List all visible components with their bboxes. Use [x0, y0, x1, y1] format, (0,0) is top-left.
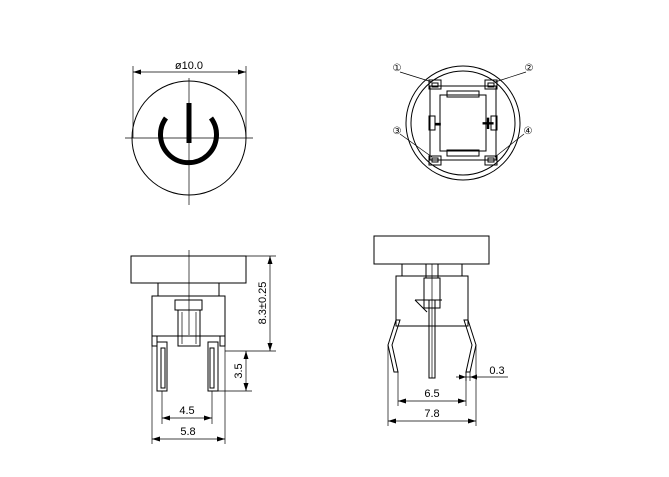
side-view: 8.3±0.25 3.5 4.5 5.8: [130, 250, 276, 444]
pin-marker-4: ④: [524, 126, 533, 137]
end-lead-right: [463, 319, 477, 373]
base-inner-circle: [410, 70, 516, 176]
dim-side-lead: 3.5: [233, 363, 245, 378]
polarity-plus: +: [482, 111, 495, 136]
pin-marker-2: ②: [525, 63, 534, 74]
pin-pad: [484, 155, 498, 166]
dim-end-pin-span: 6.5: [424, 388, 439, 400]
power-icon: [158, 103, 219, 166]
end-view: 6.5 7.8 0.3: [373, 235, 508, 426]
pin-marker-3: ③: [393, 126, 402, 137]
side-cap: [130, 255, 247, 284]
dim-top-diameter: ø10.0: [175, 60, 203, 72]
side-lead: [219, 335, 226, 347]
pin-marker-1: ①: [393, 63, 402, 74]
top-view: ø10.0: [125, 60, 253, 205]
end-lead-left: [387, 319, 401, 373]
end-cap: [373, 235, 490, 265]
dim-side-height: 8.3±0.25: [257, 282, 269, 325]
pin-pad: [428, 155, 442, 166]
dim-side-pitch: 4.5: [179, 405, 194, 417]
dim-side-width: 5.8: [180, 426, 195, 438]
pin-pad: [484, 79, 498, 90]
dim-end-lead-thickness: 0.3: [489, 365, 504, 377]
base-outer-circle: [405, 65, 521, 181]
bottom-view: - + ① ② ③ ④: [393, 63, 534, 181]
dim-end-width: 7.8: [424, 408, 439, 420]
polarity-minus: -: [434, 110, 441, 135]
side-lead: [207, 341, 219, 392]
pin-pad: [428, 79, 442, 90]
side-lead: [151, 335, 158, 347]
